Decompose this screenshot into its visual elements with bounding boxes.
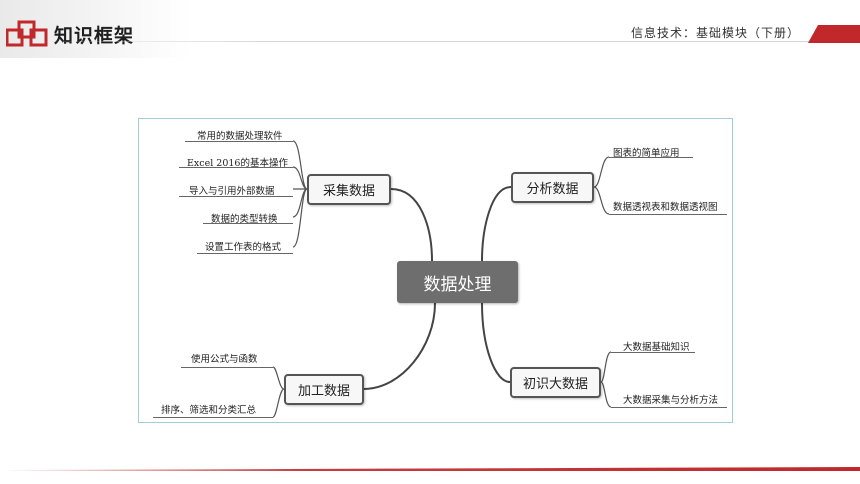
leaf-item: 使用公式与函数 bbox=[191, 354, 258, 365]
branch-label: 分析数据 bbox=[526, 182, 579, 197]
slide-header: 知识框架 信息技术：基础模块（下册） bbox=[0, 0, 860, 62]
leaf-underline bbox=[611, 352, 695, 353]
leaf-underline bbox=[611, 407, 727, 408]
leaf-item: 数据的类型转换 bbox=[211, 214, 278, 225]
leaf-underline bbox=[609, 157, 693, 158]
section-logo-icon bbox=[6, 20, 48, 47]
leaf-underline bbox=[197, 253, 293, 254]
branch-node-bigdata: 初识大数据 bbox=[510, 367, 601, 398]
leaf-underline bbox=[179, 167, 293, 168]
connector-process-leaves bbox=[272, 366, 285, 418]
center-node-label: 数据处理 bbox=[423, 274, 492, 295]
branch-node-collect: 采集数据 bbox=[307, 174, 391, 205]
connector-bigdata-leaves bbox=[600, 351, 612, 408]
leaf-underline bbox=[609, 214, 727, 215]
page-title: 知识框架 bbox=[54, 25, 135, 47]
connector-analyze-leaves bbox=[593, 156, 610, 215]
footer-accent-line bbox=[0, 467, 860, 471]
leaf-underline bbox=[185, 141, 293, 142]
header-divider bbox=[40, 41, 820, 42]
branch-node-analyze: 分析数据 bbox=[511, 172, 594, 203]
leaf-item: 设置工作表的格式 bbox=[205, 242, 282, 253]
connector-collect-leaves bbox=[292, 140, 308, 248]
leaf-item: 常用的数据处理软件 bbox=[197, 131, 283, 142]
center-node: 数据处理 bbox=[397, 261, 518, 303]
leaf-underline bbox=[179, 196, 293, 197]
mindmap-diagram: 数据处理 采集数据 分析数据 加工数据 初识大数据 常用的数据处理软件 Exce… bbox=[138, 118, 733, 423]
connector-bigdata bbox=[481, 302, 511, 383]
header-accent-tab bbox=[808, 25, 860, 43]
leaf-item: 大数据基础知识 bbox=[623, 342, 690, 353]
leaf-item: 排序、筛选和分类汇总 bbox=[161, 405, 257, 416]
leaf-item: 数据透视表和数据透视图 bbox=[613, 202, 718, 213]
leaf-item: 大数据采集与分析方法 bbox=[623, 395, 719, 406]
branch-node-process: 加工数据 bbox=[284, 374, 364, 405]
connector-collect bbox=[390, 188, 433, 262]
leaf-item: 导入与引用外部数据 bbox=[189, 186, 275, 197]
leaf-item: Excel 2016的基本操作 bbox=[187, 158, 288, 169]
connector-analyze bbox=[481, 186, 512, 262]
connector-process bbox=[363, 302, 436, 390]
branch-label: 采集数据 bbox=[322, 184, 375, 199]
leaf-item: 图表的简单应用 bbox=[613, 148, 680, 159]
leaf-underline bbox=[203, 223, 293, 224]
mindmap-connectors bbox=[272, 140, 612, 418]
leaf-underline bbox=[153, 417, 273, 418]
branch-label: 加工数据 bbox=[297, 384, 350, 399]
branch-label: 初识大数据 bbox=[522, 377, 588, 392]
course-label: 信息技术：基础模块（下册） bbox=[630, 26, 800, 40]
leaf-underline bbox=[181, 367, 273, 368]
